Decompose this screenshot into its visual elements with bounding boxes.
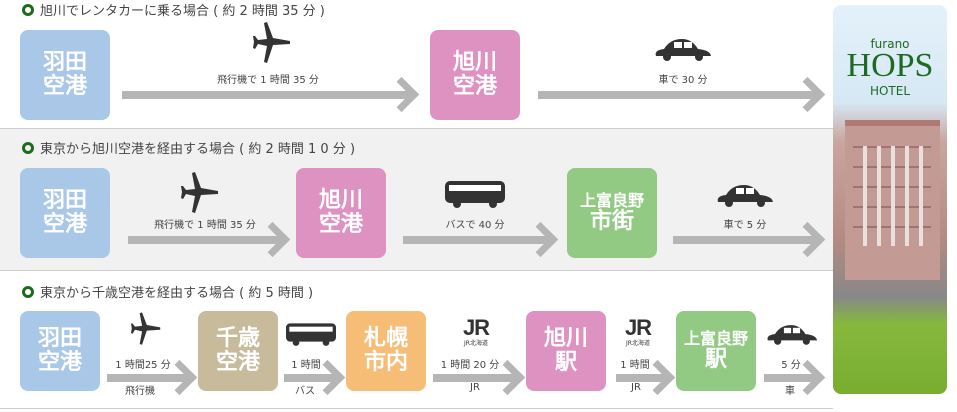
leg-label: バスで 40 分 bbox=[445, 220, 505, 231]
arrow bbox=[538, 91, 818, 99]
airplane-icon bbox=[181, 172, 218, 213]
stop-chitose-airport: 千歳空港 bbox=[198, 311, 278, 391]
route1-title: 旭川でレンタカーに乗る場合 ( 約 2 時間 35 分 ) bbox=[22, 0, 325, 19]
leg-label: 飛行機で 1 時間 35 分 bbox=[154, 220, 256, 231]
route3-title-text: 東京から千歳空港を経由する場合 ( 約 5 時間 ) bbox=[40, 286, 314, 301]
route2-title-text: 東京から旭川空港を経由する場合 ( 約 2 時間 1 0 分 ) bbox=[40, 142, 356, 157]
stop-line1: 羽田 bbox=[37, 325, 82, 351]
circle-bullet-icon bbox=[22, 3, 34, 16]
arrow bbox=[128, 236, 283, 244]
stop-line1: 上富良野 bbox=[579, 191, 644, 211]
leg-mode: JR bbox=[631, 382, 641, 393]
stop-line2: 空港 bbox=[42, 74, 87, 99]
stop-haneda: 羽田空港 bbox=[20, 311, 100, 391]
bus-icon bbox=[445, 181, 505, 208]
arrow bbox=[403, 236, 551, 244]
bus-icon bbox=[286, 323, 336, 346]
leg-time: 5 分 bbox=[781, 360, 801, 371]
route1-title-text: 旭川でレンタカーに乗る場合 ( 約 2 時間 35 分 ) bbox=[40, 4, 325, 19]
car-icon bbox=[717, 185, 773, 207]
hotel-photo: furano HOPS HOTEL bbox=[833, 5, 947, 394]
jr-logo-text: JR北海道 bbox=[626, 340, 650, 347]
route2-title: 東京から旭川空港を経由する場合 ( 約 2 時間 1 0 分 ) bbox=[22, 138, 355, 157]
stop-haneda: 羽田空港 bbox=[20, 30, 110, 120]
stop-line1: 羽田 bbox=[42, 49, 87, 75]
stop-line2: 市内 bbox=[363, 350, 408, 375]
leg-time: 1 時間 bbox=[620, 360, 650, 371]
stop-haneda: 羽田空港 bbox=[20, 168, 110, 258]
stop-line1: 旭川 bbox=[452, 49, 497, 75]
stop-asahikawa-airport: 旭川空港 bbox=[296, 168, 386, 258]
circle-bullet-icon bbox=[22, 285, 34, 298]
stop-line2: 空港 bbox=[37, 350, 82, 375]
leg-time: 1 時間 bbox=[291, 360, 321, 371]
hotel-building bbox=[845, 120, 940, 280]
stop-line2: 空港 bbox=[42, 212, 87, 237]
divider bbox=[0, 408, 833, 409]
stop-kamifurano-station: 上富良野駅 bbox=[676, 311, 756, 391]
arrow bbox=[107, 374, 190, 382]
divider bbox=[0, 128, 833, 129]
car-icon bbox=[767, 325, 818, 345]
logo-hops: HOPS bbox=[846, 47, 934, 84]
arrow bbox=[122, 91, 412, 99]
stop-line2: 駅 bbox=[704, 346, 727, 372]
divider bbox=[0, 270, 833, 271]
leg-mode: バス bbox=[295, 386, 315, 397]
arrow bbox=[433, 374, 518, 382]
arrow bbox=[284, 374, 338, 382]
leg-label: 車で 30 分 bbox=[658, 75, 708, 86]
car-icon bbox=[655, 39, 711, 61]
leg-mode: 車 bbox=[785, 386, 795, 397]
stop-line1: 旭川 bbox=[543, 325, 588, 351]
circle-bullet-icon bbox=[22, 141, 34, 154]
arrow bbox=[673, 236, 818, 244]
stop-line1: 札幌 bbox=[363, 325, 408, 351]
stop-line1: 旭川 bbox=[318, 187, 363, 213]
arrow bbox=[616, 374, 668, 382]
leg-label: 飛行機で 1 時間 35 分 bbox=[217, 75, 319, 86]
leg-label: 車で 5 分 bbox=[723, 220, 767, 231]
leg-mode: 飛行機 bbox=[125, 386, 155, 397]
stop-line2: 市街 bbox=[589, 208, 634, 234]
jr-logo-text: JR北海道 bbox=[464, 340, 488, 347]
route2-background bbox=[0, 129, 833, 270]
logo-furano: furano bbox=[870, 37, 910, 51]
leg-time: 1 時間25 分 bbox=[115, 360, 171, 371]
stop-line2: 空港 bbox=[318, 212, 363, 237]
stop-line2: 空港 bbox=[452, 74, 497, 99]
stop-kamifurano-town: 上富良野市街 bbox=[567, 168, 657, 258]
arrow bbox=[764, 374, 818, 382]
stop-line1: 上富良野 bbox=[683, 329, 748, 349]
logo-hotel: HOTEL bbox=[869, 84, 911, 98]
stop-asahikawa-airport: 旭川空港 bbox=[430, 30, 520, 120]
stop-sapporo: 札幌市内 bbox=[346, 311, 426, 391]
leg-mode: JR bbox=[470, 382, 480, 393]
airplane-icon bbox=[131, 312, 161, 345]
stop-asahikawa-station: 旭川駅 bbox=[526, 311, 606, 391]
airplane-icon bbox=[253, 22, 290, 63]
stop-line1: 千歳 bbox=[215, 325, 260, 351]
route3-title: 東京から千歳空港を経由する場合 ( 約 5 時間 ) bbox=[22, 282, 313, 301]
stop-line2: 駅 bbox=[554, 350, 577, 375]
leg-time: 1 時間 20 分 bbox=[440, 360, 500, 371]
stop-line1: 羽田 bbox=[42, 187, 87, 213]
stop-line2: 空港 bbox=[215, 350, 260, 375]
